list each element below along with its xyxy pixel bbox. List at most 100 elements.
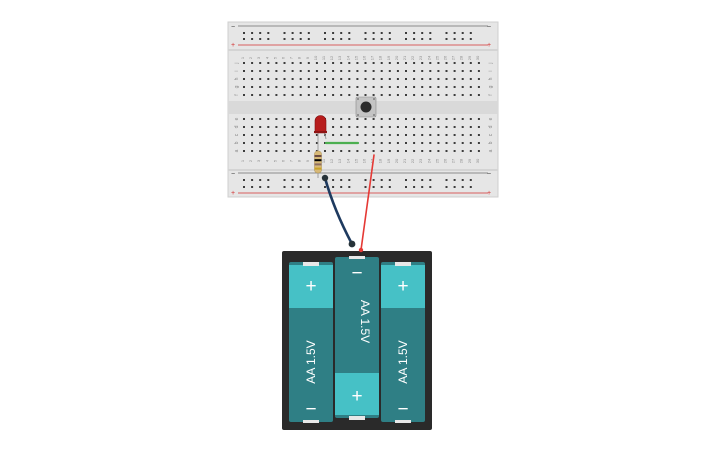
breadboard-hole[interactable] bbox=[283, 134, 286, 136]
rail-hole[interactable] bbox=[380, 32, 383, 34]
breadboard-hole[interactable] bbox=[259, 142, 262, 144]
rail-hole[interactable] bbox=[324, 186, 326, 188]
breadboard-hole[interactable] bbox=[348, 150, 351, 152]
breadboard-hole[interactable] bbox=[380, 78, 383, 80]
breadboard-hole[interactable] bbox=[283, 94, 286, 96]
breadboard-hole[interactable] bbox=[429, 150, 432, 152]
breadboard-hole[interactable] bbox=[372, 150, 375, 152]
breadboard-hole[interactable] bbox=[453, 94, 456, 96]
rail-hole[interactable] bbox=[445, 179, 448, 181]
rail-hole[interactable] bbox=[267, 32, 270, 34]
breadboard-hole[interactable] bbox=[380, 62, 383, 64]
rail-hole[interactable] bbox=[299, 179, 302, 181]
breadboard-hole[interactable] bbox=[291, 126, 294, 128]
breadboard-hole[interactable] bbox=[380, 142, 383, 144]
breadboard-hole[interactable] bbox=[445, 142, 448, 144]
rail-hole[interactable] bbox=[259, 186, 262, 188]
rail-hole[interactable] bbox=[445, 38, 448, 40]
breadboard-hole[interactable] bbox=[437, 142, 440, 144]
rail-hole[interactable] bbox=[267, 186, 270, 188]
rail-hole[interactable] bbox=[421, 186, 424, 188]
rail-hole[interactable] bbox=[380, 38, 383, 40]
rail-hole[interactable] bbox=[388, 32, 391, 34]
breadboard-hole[interactable] bbox=[437, 150, 440, 152]
breadboard-hole[interactable] bbox=[372, 62, 375, 64]
breadboard-hole[interactable] bbox=[324, 94, 326, 96]
breadboard-hole[interactable] bbox=[372, 70, 375, 72]
breadboard-hole[interactable] bbox=[259, 70, 262, 72]
breadboard-hole[interactable] bbox=[469, 142, 472, 144]
breadboard-hole[interactable] bbox=[437, 86, 440, 88]
rail-hole[interactable] bbox=[283, 186, 286, 188]
breadboard-hole[interactable] bbox=[396, 126, 399, 128]
rail-hole[interactable] bbox=[429, 179, 432, 181]
breadboard-hole[interactable] bbox=[437, 78, 440, 80]
breadboard-hole[interactable] bbox=[315, 142, 318, 144]
breadboard-hole[interactable] bbox=[291, 86, 294, 88]
breadboard-hole[interactable] bbox=[421, 150, 424, 152]
breadboard-hole[interactable] bbox=[275, 94, 278, 96]
rail-hole[interactable] bbox=[413, 38, 416, 40]
breadboard-hole[interactable] bbox=[291, 70, 294, 72]
breadboard-hole[interactable] bbox=[307, 142, 310, 144]
breadboard-hole[interactable] bbox=[461, 78, 464, 80]
rail-hole[interactable] bbox=[413, 179, 416, 181]
rail-hole[interactable] bbox=[469, 186, 472, 188]
breadboard-hole[interactable] bbox=[267, 150, 270, 152]
breadboard-hole[interactable] bbox=[299, 70, 302, 72]
breadboard-hole[interactable] bbox=[421, 70, 424, 72]
rail-hole[interactable] bbox=[453, 38, 456, 40]
breadboard-hole[interactable] bbox=[267, 94, 270, 96]
breadboard-hole[interactable] bbox=[275, 118, 278, 120]
breadboard-hole[interactable] bbox=[364, 134, 367, 136]
breadboard-hole[interactable] bbox=[388, 134, 391, 136]
breadboard-hole[interactable] bbox=[283, 62, 286, 64]
rail-hole[interactable] bbox=[429, 38, 432, 40]
breadboard-hole[interactable] bbox=[283, 142, 286, 144]
wire-endpoint[interactable] bbox=[348, 240, 356, 248]
breadboard-hole[interactable] bbox=[340, 150, 343, 152]
resistor[interactable] bbox=[314, 150, 322, 174]
rail-hole[interactable] bbox=[405, 186, 407, 188]
breadboard-hole[interactable] bbox=[388, 86, 391, 88]
breadboard-hole[interactable] bbox=[267, 78, 270, 80]
breadboard-hole[interactable] bbox=[259, 118, 262, 120]
breadboard-hole[interactable] bbox=[267, 86, 270, 88]
breadboard-hole[interactable] bbox=[380, 94, 383, 96]
breadboard-hole[interactable] bbox=[348, 118, 351, 120]
breadboard-hole[interactable] bbox=[421, 78, 424, 80]
breadboard-hole[interactable] bbox=[251, 118, 254, 120]
breadboard-hole[interactable] bbox=[356, 118, 359, 120]
breadboard-hole[interactable] bbox=[413, 62, 416, 64]
breadboard-hole[interactable] bbox=[429, 118, 432, 120]
breadboard-hole[interactable] bbox=[469, 94, 472, 96]
breadboard-hole[interactable] bbox=[307, 134, 310, 136]
breadboard-hole[interactable] bbox=[299, 62, 302, 64]
rail-hole[interactable] bbox=[259, 32, 262, 34]
breadboard-hole[interactable] bbox=[364, 86, 367, 88]
breadboard-hole[interactable] bbox=[405, 118, 407, 120]
breadboard-hole[interactable] bbox=[477, 134, 480, 136]
breadboard-hole[interactable] bbox=[396, 118, 399, 120]
rail-hole[interactable] bbox=[299, 38, 302, 40]
breadboard-hole[interactable] bbox=[453, 126, 456, 128]
breadboard-hole[interactable] bbox=[388, 70, 391, 72]
breadboard-hole[interactable] bbox=[437, 134, 440, 136]
breadboard-hole[interactable] bbox=[445, 94, 448, 96]
rail-hole[interactable] bbox=[469, 38, 472, 40]
breadboard-hole[interactable] bbox=[421, 134, 424, 136]
breadboard-hole[interactable] bbox=[421, 118, 424, 120]
breadboard-hole[interactable] bbox=[396, 70, 399, 72]
breadboard-hole[interactable] bbox=[477, 86, 480, 88]
breadboard-hole[interactable] bbox=[469, 78, 472, 80]
rail-hole[interactable] bbox=[461, 179, 464, 181]
rail-hole[interactable] bbox=[461, 32, 464, 34]
rail-hole[interactable] bbox=[348, 179, 351, 181]
breadboard-hole[interactable] bbox=[267, 142, 270, 144]
breadboard-hole[interactable] bbox=[437, 70, 440, 72]
breadboard-hole[interactable] bbox=[388, 78, 391, 80]
breadboard-hole[interactable] bbox=[461, 118, 464, 120]
breadboard-hole[interactable] bbox=[413, 134, 416, 136]
breadboard-hole[interactable] bbox=[429, 78, 432, 80]
